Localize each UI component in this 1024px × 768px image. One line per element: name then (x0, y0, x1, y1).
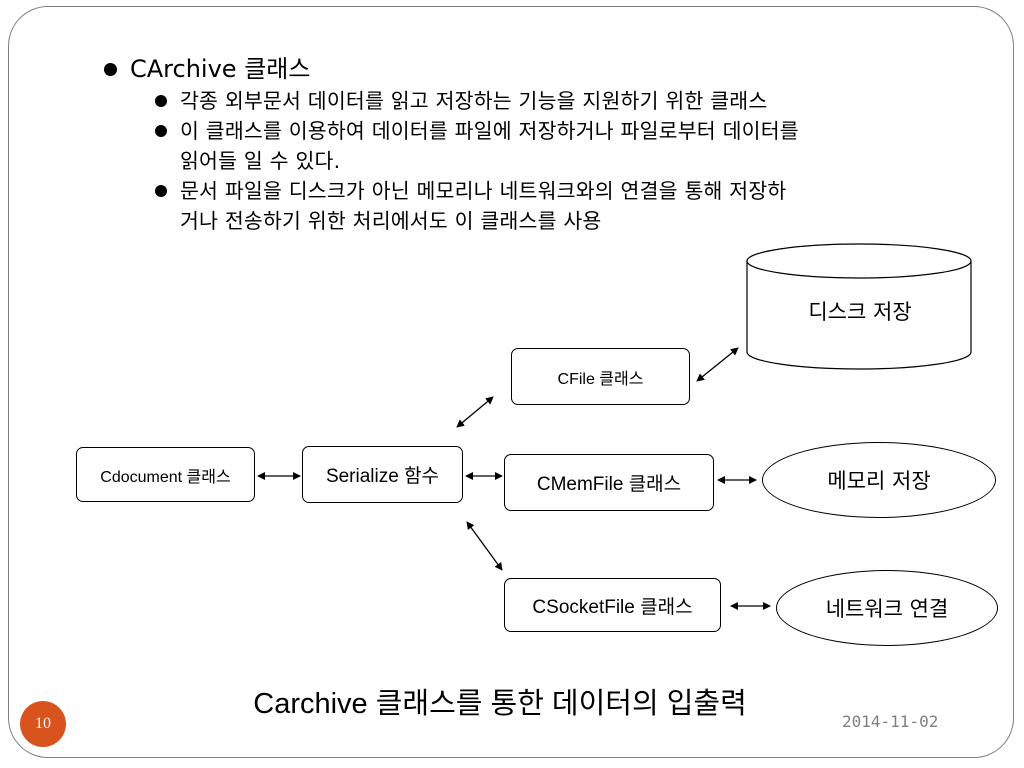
sub-bullet-text: 문서 파일을 디스크가 아닌 메모리나 네트워크와의 연결을 통해 저장하 (180, 179, 787, 203)
arrow-serialize-csocketfile (466, 521, 503, 571)
arrow-serialize-cfile (456, 396, 494, 428)
memory-storage-ellipse: 메모리 저장 (762, 442, 996, 518)
csocketfile-class-box: CSocketFile 클래스 (504, 578, 721, 632)
sub-bullet-text-continued: 거나 전송하기 위한 처리에서도 이 클래스를 사용 (180, 209, 602, 233)
network-connection-label: 네트워크 연결 (825, 597, 949, 621)
cfile-class-box: CFile 클래스 (511, 348, 690, 405)
network-connection-ellipse: 네트워크 연결 (776, 570, 998, 646)
serialize-function-box: Serialize 함수 (302, 446, 463, 503)
sub-bullet-2: 이 클래스를 이용하여 데이터를 파일에 저장하거나 파일로부터 데이터를 읽어… (100, 116, 1000, 176)
bullet-dot-icon (155, 125, 167, 137)
cmemfile-label: CMemFile 클래스 (536, 474, 682, 495)
serialize-label: Serialize 함수 (325, 466, 440, 487)
disk-cylinder-icon (746, 243, 972, 370)
slide-date: 2014-11-02 (842, 712, 939, 731)
csocketfile-label: CSocketFile 클래스 (532, 596, 693, 618)
bullet-heading: CArchive 클래스 (100, 52, 1000, 86)
sub-bullet-1: 각종 외부문서 데이터를 읽고 저장하는 기능을 지원하기 위한 클래스 (100, 86, 1000, 116)
cdocument-class-box: Cdocument 클래스 (76, 447, 255, 502)
page-number-badge: 10 (20, 701, 66, 747)
diagram-caption: Carchive 클래스를 통한 데이터의 입출력 (253, 688, 747, 720)
bullet-dot-icon (155, 185, 167, 197)
memory-storage-label: 메모리 저장 (827, 469, 931, 493)
arrow-cfile-disk (696, 347, 739, 382)
sub-bullet-text-continued: 읽어들 일 수 있다. (180, 149, 341, 173)
bullet-dot-icon (155, 95, 167, 107)
bullet-list: CArchive 클래스 각종 외부문서 데이터를 읽고 저장하는 기능을 지원… (100, 52, 1000, 236)
sub-bullet-3: 문서 파일을 디스크가 아닌 메모리나 네트워크와의 연결을 통해 저장하 거나… (100, 176, 1000, 236)
sub-bullet-text: 이 클래스를 이용하여 데이터를 파일에 저장하거나 파일로부터 데이터를 (180, 119, 799, 143)
slide-frame (8, 6, 1014, 758)
cfile-label: CFile 클래스 (557, 370, 644, 388)
heading-text: CArchive 클래스 (130, 55, 311, 83)
cmemfile-class-box: CMemFile 클래스 (504, 454, 714, 511)
bullet-dot-icon (104, 63, 117, 76)
cdocument-label: Cdocument 클래스 (100, 468, 231, 486)
sub-bullet-text: 각종 외부문서 데이터를 읽고 저장하는 기능을 지원하기 위한 클래스 (180, 89, 768, 113)
disk-storage-label: 디스크 저장 (808, 300, 912, 324)
